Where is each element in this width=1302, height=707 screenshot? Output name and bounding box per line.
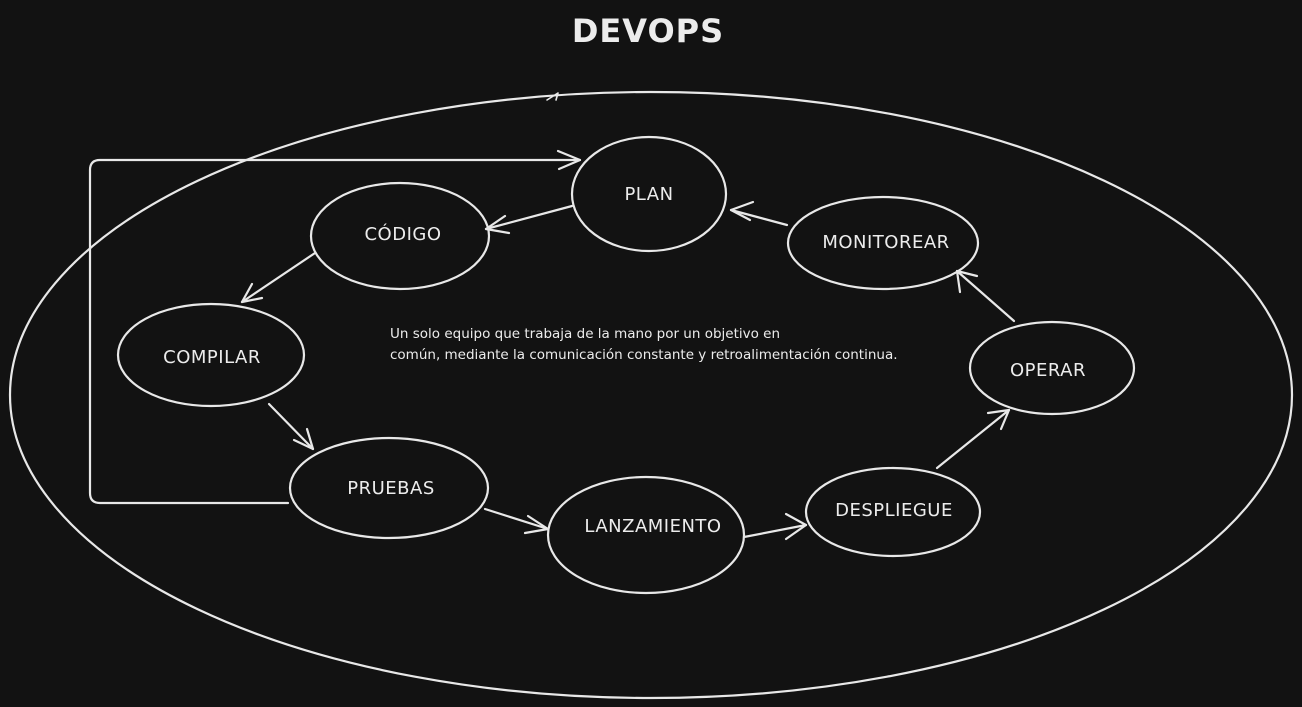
arrow-plan-to-codigo	[484, 204, 574, 231]
feedback-loop-line	[88, 158, 582, 505]
label-plan: PLAN	[624, 184, 673, 205]
label-codigo: CÓDIGO	[364, 223, 441, 245]
arrow-codigo-to-compilar	[240, 251, 317, 304]
description-line-1: Un solo equipo que trabaja de la mano po…	[390, 326, 780, 342]
label-compilar: COMPILAR	[163, 347, 261, 368]
node-codigo	[309, 181, 491, 291]
node-operar	[968, 320, 1136, 416]
node-plan	[570, 135, 728, 253]
label-pruebas: PRUEBAS	[347, 478, 435, 499]
arrow-lanzamiento-to-despliegue-head	[784, 512, 808, 541]
arrow-pruebas-to-lanzamiento-head	[523, 514, 550, 535]
arrow-monitorear-to-plan-head	[729, 200, 755, 222]
outer-ellipse	[8, 90, 1294, 700]
arrow-compilar-to-pruebas	[267, 402, 315, 451]
diagram-title: DEVOPS	[572, 12, 724, 50]
node-compilar	[116, 302, 306, 408]
arrow-despliegue-to-operar	[935, 408, 1011, 470]
arrow-lanzamiento-to-despliegue	[742, 523, 808, 539]
arrow-operar-to-monitorear-head	[955, 269, 979, 294]
arrow-monitorear-to-plan	[729, 208, 789, 227]
label-operar: OPERAR	[1010, 360, 1086, 381]
node-monitorear	[786, 195, 980, 291]
arrow-pruebas-to-lanzamiento	[483, 507, 550, 531]
arrow-plan-to-codigo-head	[484, 214, 511, 235]
node-despliegue	[804, 466, 982, 558]
arrow-codigo-to-compilar-head	[240, 282, 264, 304]
node-lanzamiento	[546, 475, 746, 595]
arrow-despliegue-to-operar-head	[986, 408, 1011, 431]
label-lanzamiento: LANZAMIENTO	[584, 516, 721, 537]
feedback-loop-arrowhead	[556, 149, 582, 171]
arrow-compilar-to-pruebas-head	[292, 427, 315, 451]
label-monitorear: MONITOREAR	[822, 232, 949, 253]
node-pruebas	[288, 436, 490, 540]
outer-ellipse-tick	[546, 92, 559, 101]
arrow-operar-to-monitorear	[955, 269, 1016, 323]
description-line-2: común, mediante la comunicación constant…	[390, 347, 898, 363]
label-despliegue: DESPLIEGUE	[835, 500, 953, 521]
